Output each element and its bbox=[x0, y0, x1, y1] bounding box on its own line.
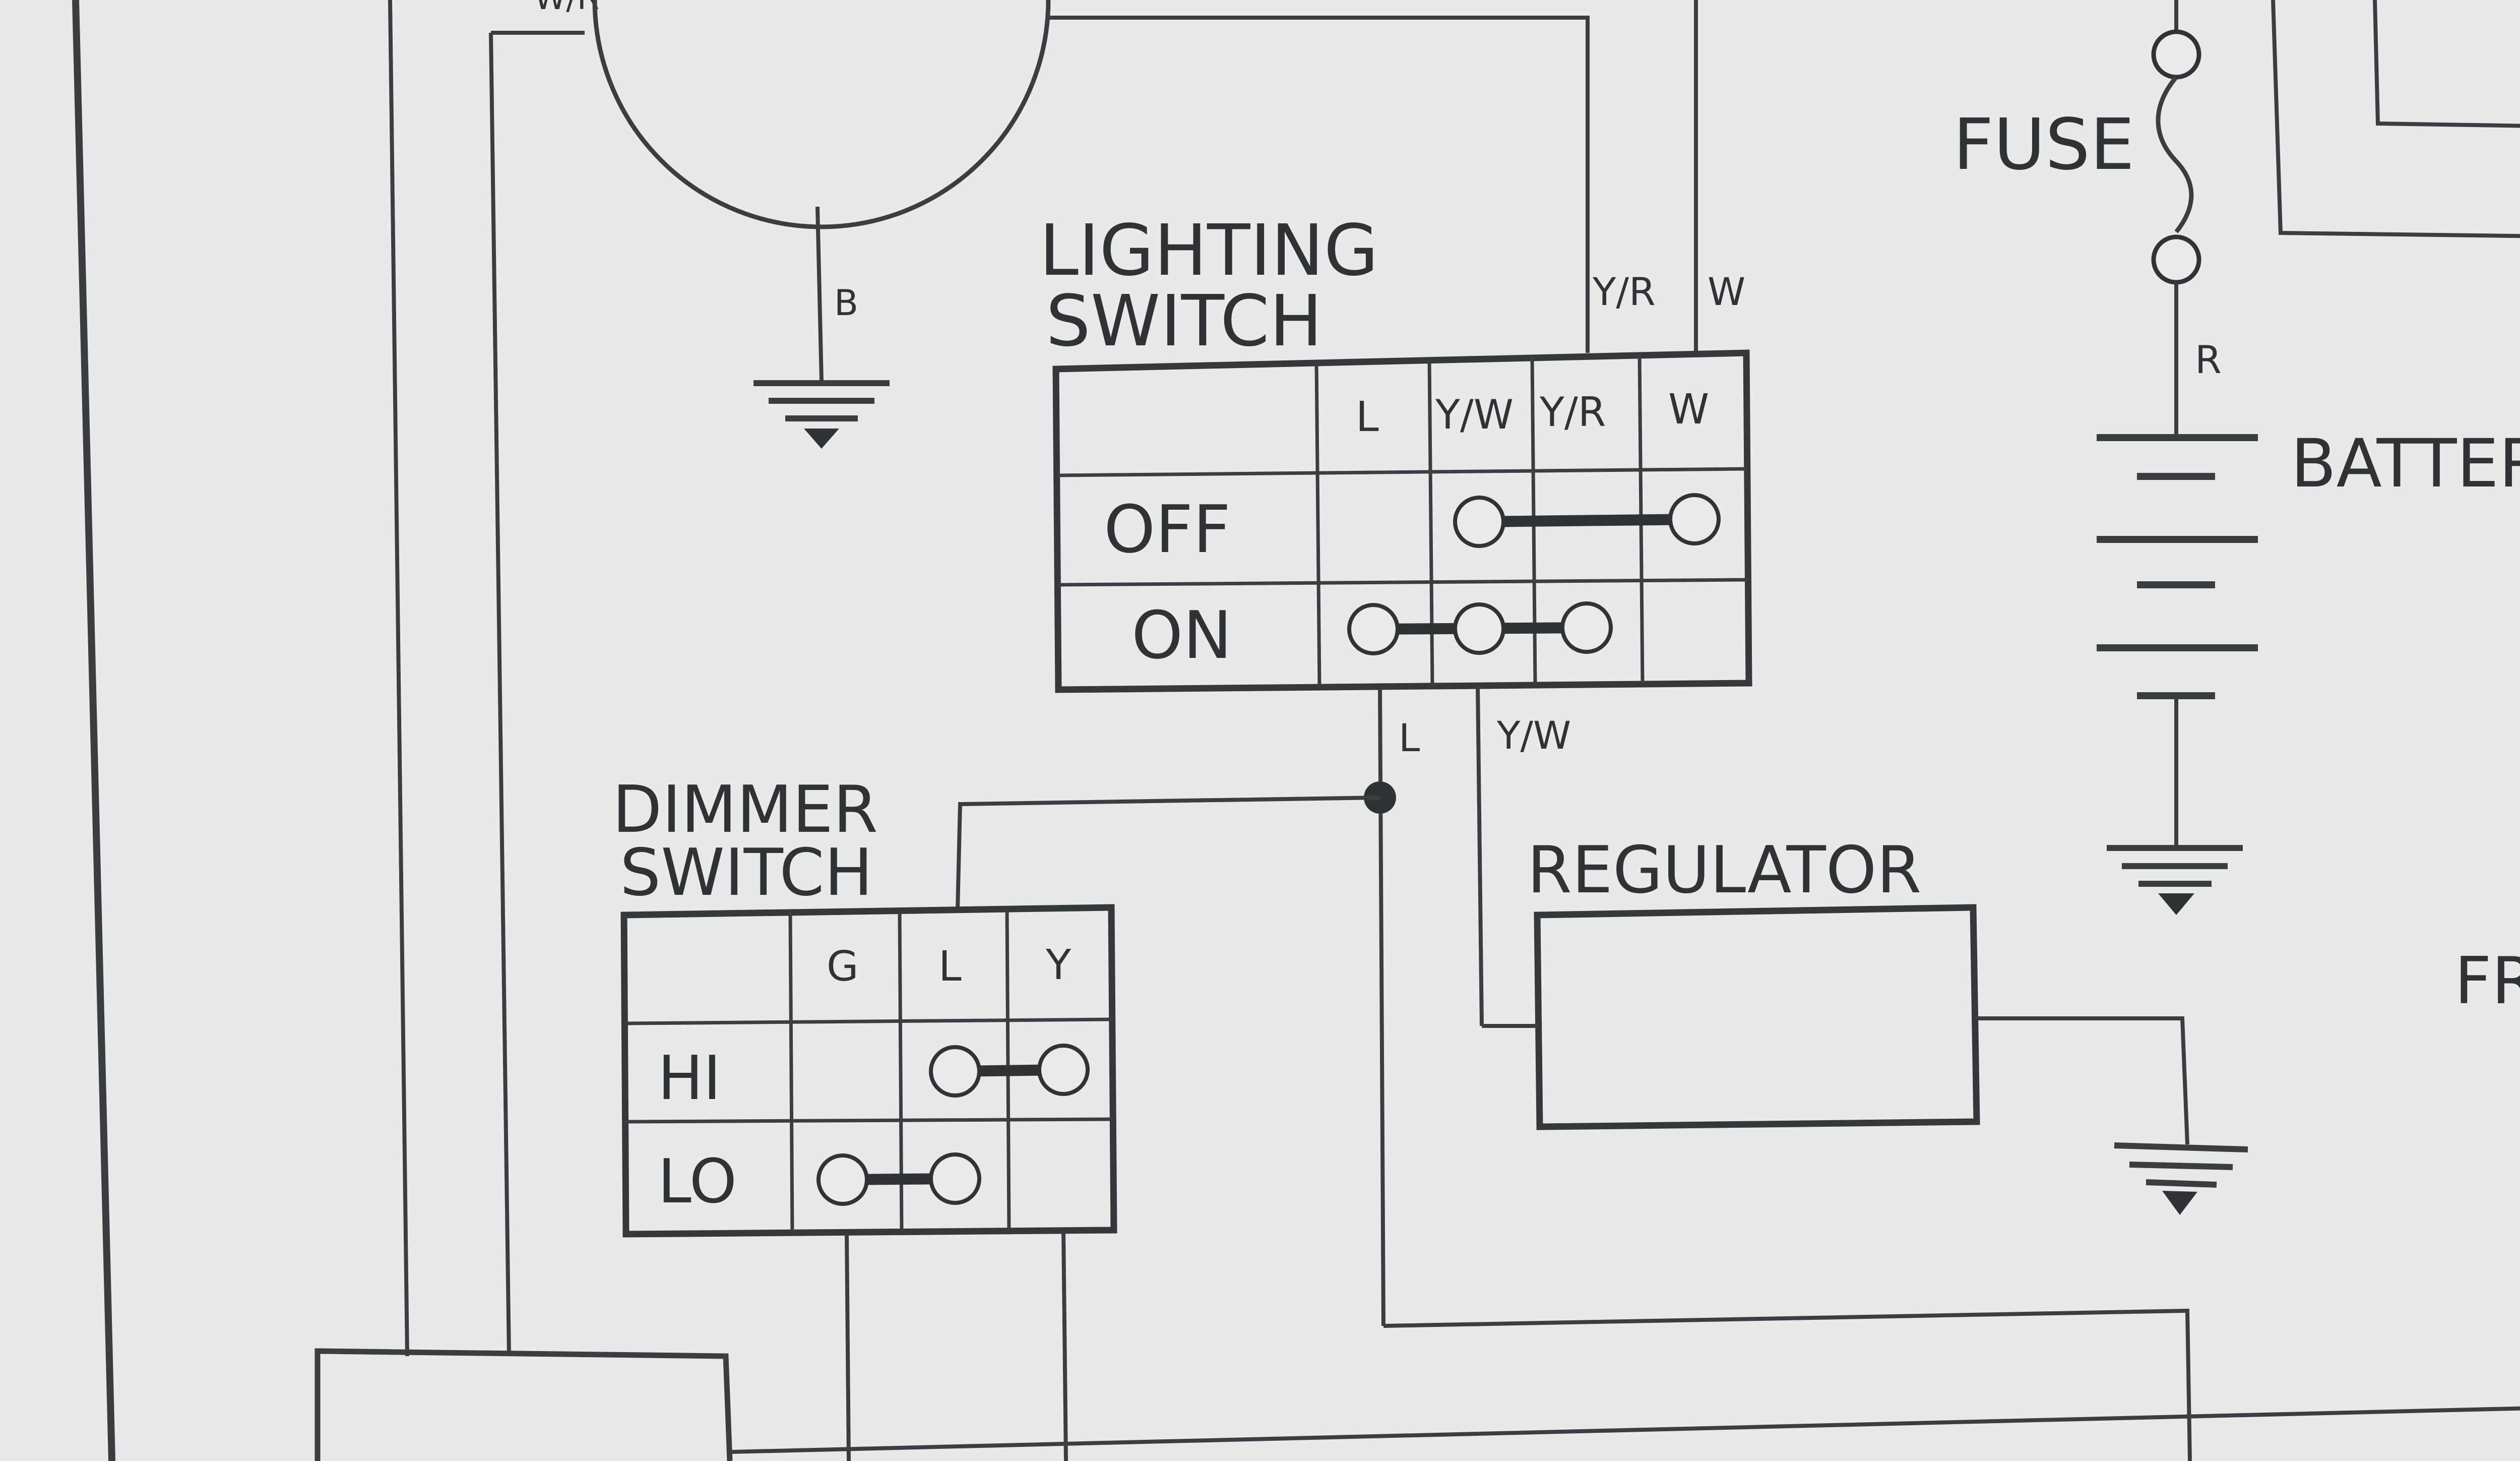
junction-to-dimmer-wire bbox=[956, 796, 1380, 910]
front-label: FRON bbox=[2454, 944, 2520, 1019]
battery-label: BATTERY bbox=[2291, 425, 2520, 503]
top-right-box-inner bbox=[2373, 0, 2520, 128]
dimmer-switch-title-1: DIMMER bbox=[612, 772, 878, 847]
lighting-row-off: OFF bbox=[1104, 491, 1231, 568]
headlight-circle bbox=[592, 0, 1051, 229]
dimmer-out-y-wire bbox=[1061, 1231, 1068, 1461]
lighting-switch-title-2: SWITCH bbox=[1046, 280, 1322, 362]
dimmer-col-l: L bbox=[938, 943, 962, 991]
fuse-terminal-top bbox=[2151, 29, 2201, 80]
battery-symbol bbox=[2097, 434, 2258, 699]
dimmer-out-g-wire bbox=[845, 1233, 851, 1461]
lighting-out-yw-label: Y/W bbox=[1496, 713, 1571, 758]
fuse-label: FUSE bbox=[1953, 104, 2134, 186]
bottom-connector-box bbox=[314, 1348, 733, 1461]
lighting-col-w: W bbox=[1668, 386, 1709, 434]
dimmer-row-lo: LO bbox=[658, 1147, 737, 1217]
wire-yr-top bbox=[1048, 16, 1590, 353]
dimmer-col-y: Y bbox=[1045, 941, 1072, 989]
dimmer-hi-connection bbox=[929, 1044, 1090, 1098]
lighting-out-l-label: L bbox=[1399, 715, 1420, 760]
dimmer-lo-connection bbox=[816, 1152, 981, 1206]
regulator-box bbox=[1534, 904, 1980, 1130]
dimmer-switch-title-2: SWITCH bbox=[620, 835, 873, 910]
lighting-col-yw: Y/W bbox=[1435, 391, 1514, 438]
left-wire-a bbox=[388, 0, 409, 1357]
dimmer-col-g: G bbox=[827, 943, 859, 991]
lighting-on-connection bbox=[1347, 601, 1613, 655]
dimmer-switch-table bbox=[620, 904, 1117, 1238]
lighting-out-yw-wire bbox=[1476, 685, 1484, 1026]
ground-symbol-left bbox=[753, 380, 890, 449]
regulator-label: REGULATOR bbox=[1527, 833, 1921, 908]
ground-symbol-regulator bbox=[2114, 1142, 2248, 1215]
ground-symbol-battery bbox=[2107, 845, 2243, 915]
bottom-wire-l bbox=[1383, 1308, 2192, 1461]
lighting-off-connection bbox=[1453, 493, 1721, 548]
lighting-in-yr-label: Y/R bbox=[1592, 269, 1656, 314]
bottom-wire-long bbox=[730, 1406, 2520, 1454]
lighting-in-w-label: W bbox=[1708, 269, 1745, 314]
lighting-switch-title-1: LIGHTING bbox=[1039, 210, 1378, 292]
ground-b-wire bbox=[815, 206, 824, 381]
regulator-ground-wire bbox=[1975, 1016, 2189, 1145]
lighting-col-l: L bbox=[1356, 393, 1379, 441]
battery-r-label: R bbox=[2195, 337, 2222, 382]
left-wire-b bbox=[489, 32, 511, 1357]
lighting-col-yr: Y/R bbox=[1539, 389, 1606, 436]
left-border-line bbox=[72, 0, 115, 1461]
lighting-row-on: ON bbox=[1131, 597, 1232, 674]
ground-b-label: B bbox=[834, 282, 858, 324]
fuse-element bbox=[2156, 76, 2194, 233]
top-left-wire-label: W/R bbox=[534, 0, 599, 17]
fuse-terminal-bottom bbox=[2151, 234, 2201, 285]
dimmer-row-hi: HI bbox=[658, 1044, 721, 1114]
top-right-box-outer bbox=[2271, 0, 2520, 238]
